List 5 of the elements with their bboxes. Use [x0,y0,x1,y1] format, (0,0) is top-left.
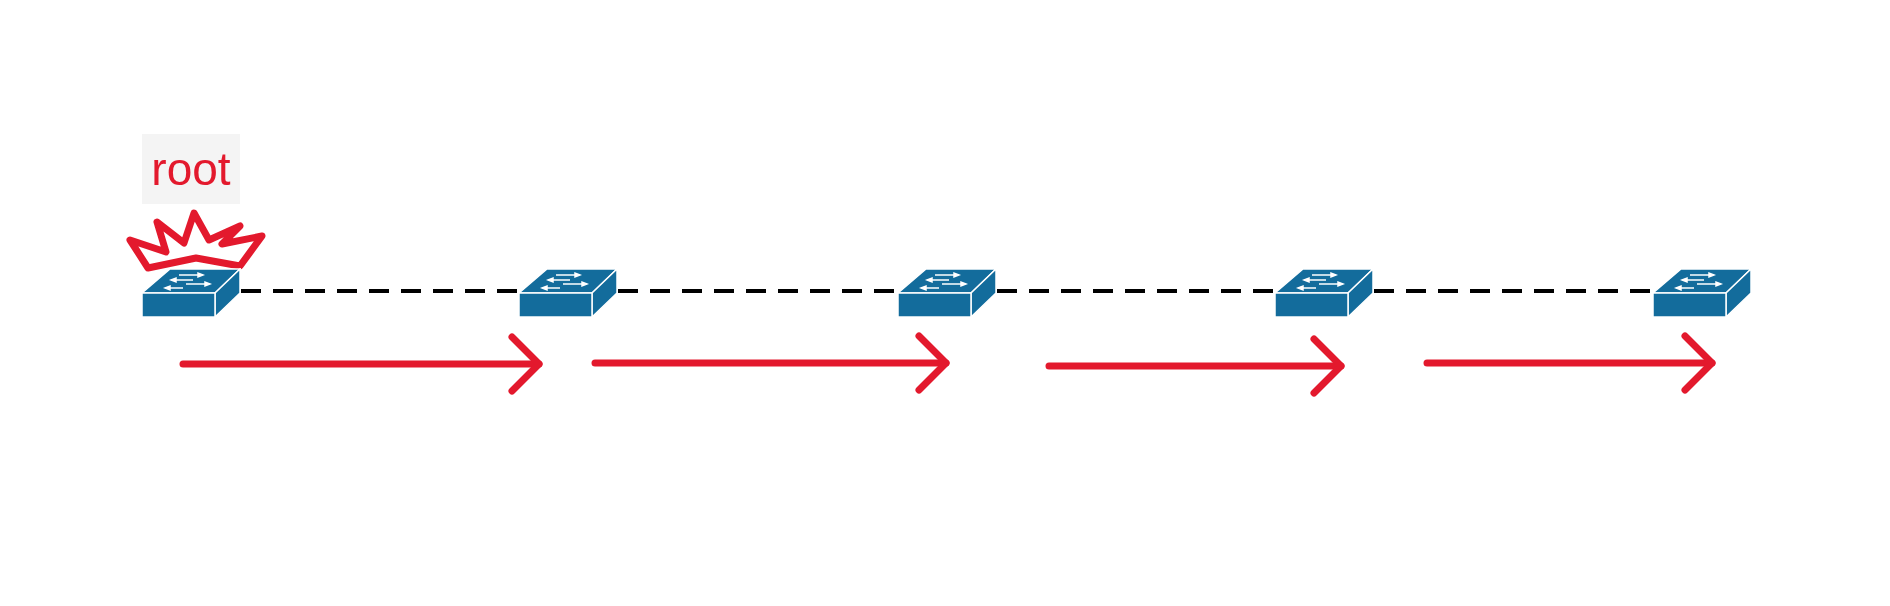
dashed-link-line [241,289,518,293]
root-label: root [142,134,240,204]
dashed-link-line [997,289,1274,293]
dashed-link-line [1374,289,1652,293]
dashed-link-line [618,289,897,293]
